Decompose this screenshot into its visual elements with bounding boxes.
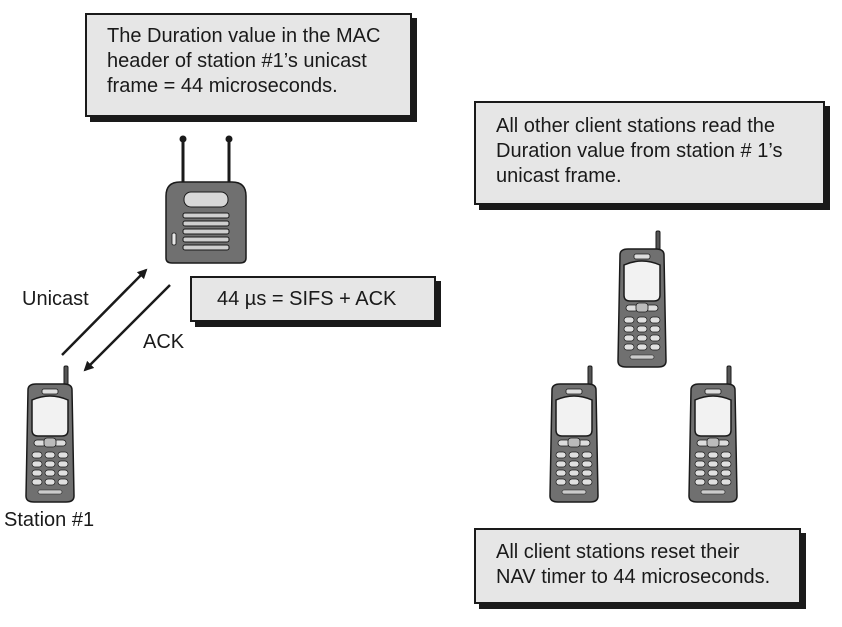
sifs-ack-callout: 44 µs = SIFS + ACK [190,276,436,322]
duration-callout: The Duration value in the MAC header of … [85,13,412,117]
client-phone-top-icon [617,230,667,368]
station1-label: Station #1 [4,509,95,531]
unicast-label: Unicast [22,288,89,310]
client-phone-left-icon [549,365,599,503]
unicast-arrow [61,268,148,356]
other-stations-callout: All other client stations read the Durat… [474,101,825,205]
client-phone-right-icon [688,365,738,503]
access-point-icon [165,135,247,264]
ack-arrow [83,284,171,372]
station1-phone-icon [25,365,75,503]
nav-reset-callout: All client stations reset their NAV time… [474,528,801,604]
ack-label: ACK [143,331,185,353]
